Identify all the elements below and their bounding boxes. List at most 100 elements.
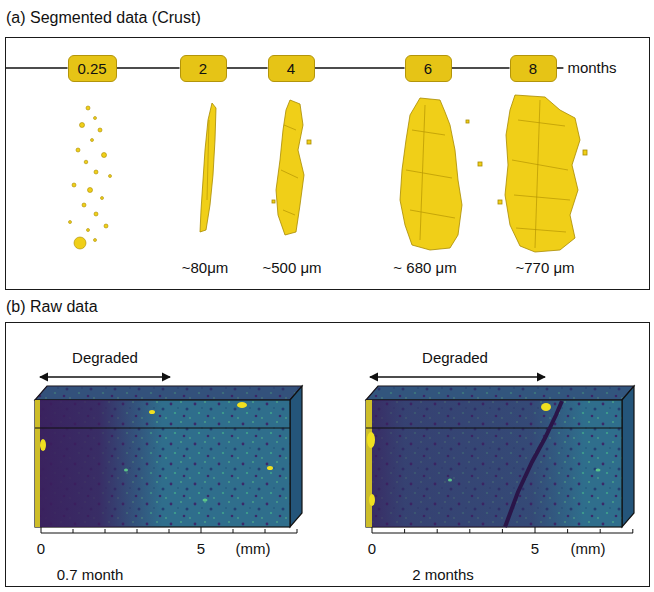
axis-tick-label: 0: [368, 540, 376, 557]
raw-volume: [366, 386, 634, 527]
degraded-arrow: [40, 376, 545, 377]
crust-render: [86, 106, 90, 110]
raw-volume: [622, 386, 634, 527]
thickness-label: ~80μm: [182, 259, 229, 277]
thickness-label: ~500 μm: [262, 259, 321, 277]
crust-render: [80, 123, 85, 128]
crust-render: [69, 221, 72, 224]
crust-render: [478, 162, 482, 166]
time-value: 6: [424, 60, 432, 77]
raw-volume: [35, 400, 40, 527]
scale-axis: [372, 527, 633, 533]
crust-render: [104, 224, 108, 228]
degraded-arrow: [40, 376, 170, 377]
raw-volume: [366, 400, 622, 527]
axis-tick-label: 5: [197, 540, 205, 557]
sample-age: 0.7 month: [57, 566, 124, 583]
raw-volume: [290, 386, 302, 527]
sample-age: 0.7 month: [57, 566, 124, 584]
axis-unit: (mm): [571, 540, 606, 557]
crust-render: [94, 212, 98, 216]
timeline-box: 4: [268, 55, 315, 82]
crust-render: [94, 117, 97, 120]
particle: [40, 402, 273, 502]
axis-unit: (mm): [236, 540, 271, 558]
crust-render: [84, 160, 88, 164]
thickness-label: ~770 μm: [515, 259, 574, 277]
crack: [505, 401, 562, 527]
axis-tick-label: 5: [531, 540, 539, 557]
thickness-label: ~500 μm: [262, 259, 321, 276]
crust-render: [74, 237, 86, 249]
raw-volume: [35, 386, 302, 400]
panel-title: (a) Segmented data (Crust): [6, 9, 201, 27]
panel-title: (b) Raw data: [6, 298, 98, 316]
raw-volume: [366, 386, 634, 400]
crust-render: [87, 229, 90, 232]
region-label: Degraded: [422, 349, 488, 367]
region-label: Degraded: [72, 349, 138, 367]
degraded-arrow: [370, 376, 545, 377]
raw-volume: [35, 386, 302, 527]
thickness-label: ~ 680 μm: [393, 259, 456, 276]
timeline-segment: [117, 67, 180, 69]
particle: [237, 402, 247, 408]
raw-volume: [35, 386, 302, 400]
crust-render: [88, 188, 93, 193]
crust-texture: [207, 120, 298, 215]
particle: [149, 410, 155, 414]
crust-render: [91, 139, 94, 142]
raw-volume: [35, 400, 290, 527]
crust-texture: [512, 100, 570, 248]
crust-render: [94, 239, 97, 242]
particle: [40, 439, 46, 451]
axis-tick-label: 0: [368, 540, 376, 558]
crust-render: [69, 106, 112, 249]
crust-texture: [207, 100, 570, 248]
scale-axis: [41, 527, 633, 533]
timeline-segment: [452, 67, 510, 69]
sample-age: 2 months: [412, 566, 474, 584]
time-unit: months: [567, 59, 616, 77]
time-value: 0.25: [77, 60, 106, 77]
time-value: 4: [287, 60, 295, 77]
crust-render: [200, 95, 587, 252]
particle: [203, 499, 208, 502]
particle: [367, 403, 601, 506]
timeline-box: 2: [180, 55, 227, 82]
crust-render: [498, 200, 502, 204]
particle: [369, 494, 375, 506]
time-value: 2: [199, 60, 207, 77]
axis-tick-label: 0: [37, 540, 45, 557]
time-value: 8: [529, 60, 537, 77]
raw-volume: [366, 427, 622, 428]
thickness-label: ~ 680 μm: [393, 259, 456, 277]
timeline-segment: [227, 67, 268, 69]
scale-axis: [41, 527, 297, 533]
figure-panel: (a) Segmented data (Crust)0.252468: [5, 37, 650, 290]
axis-tick-label: 5: [531, 540, 539, 558]
raw-volume: [35, 400, 290, 527]
timeline-line: [557, 67, 564, 69]
raw-volume: [366, 400, 372, 527]
crust-render: [109, 175, 112, 178]
region-label: Degraded: [422, 349, 488, 366]
crust-render: [94, 170, 98, 174]
crack: [505, 401, 562, 527]
timeline-box: 6: [405, 55, 452, 82]
particle: [124, 469, 128, 472]
timeline-box: 8: [510, 55, 557, 82]
crust-render: [583, 150, 587, 155]
crust-render: [82, 203, 86, 207]
thickness-label: ~770 μm: [515, 259, 574, 276]
timeline-segment: [315, 67, 405, 69]
crust-render: [307, 140, 311, 144]
axis-tick-label: 0: [37, 540, 45, 558]
crust-texture: [406, 105, 455, 240]
crust-render: [400, 98, 462, 250]
raw-volume: [35, 427, 290, 428]
crust-render: [505, 95, 580, 252]
